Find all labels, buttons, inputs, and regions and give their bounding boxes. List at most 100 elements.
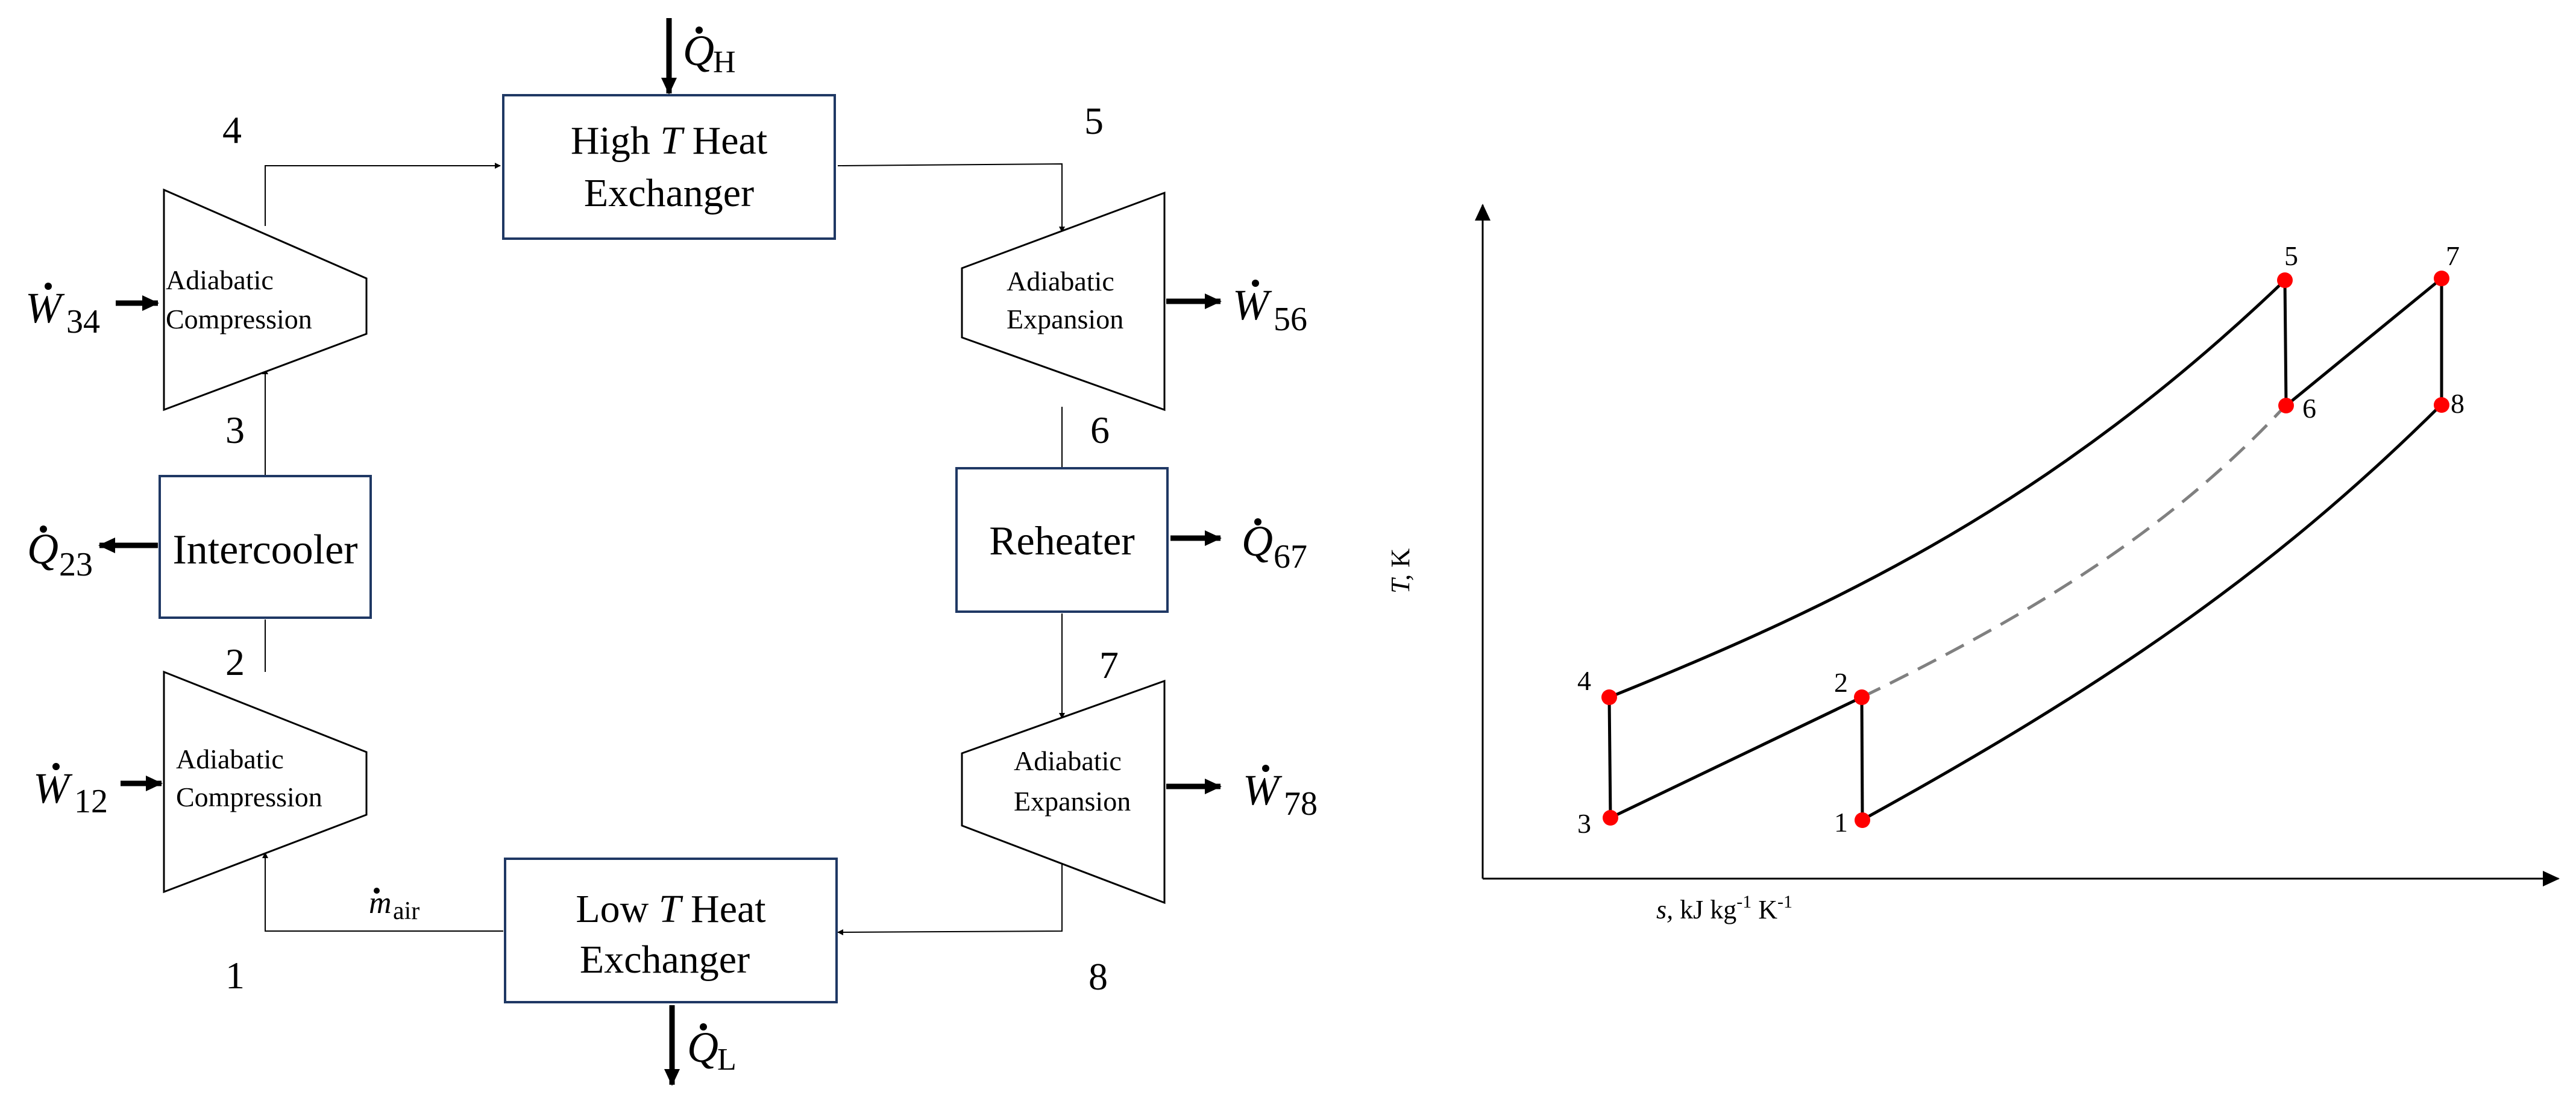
process-1-8-curve <box>1861 404 2442 822</box>
hx-low-label: Low <box>576 887 658 931</box>
work-12-w: W <box>33 764 73 812</box>
process-3-4 <box>1607 697 1612 818</box>
process-3-2 <box>1609 695 1863 820</box>
process-4-5-curve <box>1609 279 2286 699</box>
turb-low-label-2: Expansion <box>1014 786 1131 817</box>
work-12-sub: 12 <box>74 783 108 820</box>
ts-label-4: 4 <box>1577 665 1591 696</box>
state-point-7 <box>2434 271 2449 286</box>
high-pressure-compressor: Adiabatic Compression <box>163 188 368 412</box>
turb-high-label-2: Expansion <box>1007 304 1123 334</box>
mass-flow-symbol: m air <box>369 886 419 925</box>
ts-label-7: 7 <box>2446 240 2460 271</box>
work-78-symbol: W 78 <box>1243 765 1318 823</box>
reheater-label: Reheater <box>989 518 1135 563</box>
state-6-label: 6 <box>1090 409 1110 451</box>
heat-23-q: Q <box>27 525 58 573</box>
flow-4-to-hx-high <box>265 163 501 226</box>
comp-high-label-1: Adiabatic <box>166 265 274 295</box>
ts-state-points <box>1601 271 2449 828</box>
ts-x-axis-label: s, kJ kg-1 K-1 <box>1656 892 1792 924</box>
flow-hx-low-to-1 <box>262 852 503 932</box>
state-point-2 <box>1854 689 1870 705</box>
work-56-sub: 56 <box>1274 301 1307 338</box>
ts-label-6: 6 <box>2302 393 2316 424</box>
work-56-symbol: W 56 <box>1233 280 1307 338</box>
work-56-w: W <box>1233 281 1272 329</box>
state-point-4 <box>1601 689 1617 705</box>
ts-point-labels: 1 2 3 4 5 6 7 8 <box>1577 240 2464 839</box>
hx-low-label-line2: Exchanger <box>580 938 750 982</box>
heat-67-sub: 67 <box>1274 538 1307 576</box>
state-point-3 <box>1603 810 1618 826</box>
hx-high-label: High <box>571 119 661 163</box>
schematic: High T Heat Exchanger Low T Heat Exchang… <box>25 18 1318 1086</box>
high-t-heat-exchanger: High T Heat Exchanger <box>502 94 836 240</box>
intercooler-label: Intercooler <box>172 527 357 573</box>
flow-8-to-hx-low <box>837 863 1063 935</box>
heat-low-symbol: Q L <box>687 1023 737 1077</box>
work-34-sub: 34 <box>66 303 100 340</box>
state-7-label: 7 <box>1099 644 1119 686</box>
ts-label-2: 2 <box>1834 667 1848 698</box>
low-pressure-compressor: Adiabatic Compression <box>163 670 368 894</box>
ts-label-8: 8 <box>2451 388 2464 419</box>
energy-symbols: Q H Q L Q 23 Q 67 W 34 <box>25 27 1318 1077</box>
state-1-label: 1 <box>225 954 245 997</box>
work-78-w: W <box>1243 766 1283 814</box>
work-34-symbol: W 34 <box>25 283 100 340</box>
ts-diagram: s, kJ kg-1 K-1 T, K 1 2 3 <box>1386 204 2560 924</box>
flow-hx-high-to-5 <box>837 163 1065 233</box>
reheater-box: Reheater <box>955 467 1169 613</box>
heat-23-sub: 23 <box>59 546 93 583</box>
heat-23-symbol: Q 23 <box>27 525 93 583</box>
work-78-sub: 78 <box>1284 785 1318 823</box>
ts-y-axis-label: T, K <box>1386 548 1415 594</box>
state-labels: 1 2 3 4 5 6 7 8 <box>222 99 1119 998</box>
heat-67-symbol: Q 67 <box>1242 517 1307 576</box>
state-point-8 <box>2434 397 2449 413</box>
svg-text:Low T Heat: Low T Heat <box>576 887 765 931</box>
mass-flow-sub: air <box>393 897 419 925</box>
low-pressure-turbine: Adiabatic Expansion <box>961 679 1166 905</box>
state-5-label: 5 <box>1084 99 1104 142</box>
comp-low-label-1: Adiabatic <box>176 744 284 774</box>
ts-label-5: 5 <box>2284 240 2298 271</box>
high-pressure-turbine: Adiabatic Expansion <box>961 191 1166 412</box>
ts-axes <box>1475 204 2560 886</box>
ts-label-1: 1 <box>1834 807 1848 838</box>
turb-low-label-1: Adiabatic <box>1014 745 1122 776</box>
hx-low-t-symbol: T <box>659 887 683 931</box>
turb-high-label-1: Adiabatic <box>1007 266 1114 296</box>
process-5-6 <box>2283 280 2288 406</box>
heat-high-sub: H <box>713 45 736 80</box>
state-3-label: 3 <box>225 409 245 451</box>
state-point-6 <box>2278 398 2294 413</box>
mass-flow-m: m <box>369 886 392 920</box>
work-12-symbol: W 12 <box>33 763 108 820</box>
intercooler-box: Intercooler <box>159 475 372 619</box>
heat-low-sub: L <box>717 1043 737 1077</box>
ts-label-3: 3 <box>1577 808 1591 839</box>
state-point-1 <box>1855 812 1870 828</box>
svg-text:High T Heat: High T Heat <box>571 119 767 163</box>
comp-low-label-2: Compression <box>176 782 322 812</box>
process-6-7 <box>2285 277 2443 407</box>
low-t-heat-exchanger: Low T Heat Exchanger <box>504 858 838 1003</box>
heat-high-symbol: Q H <box>683 27 736 80</box>
state-point-5 <box>2277 272 2293 288</box>
state-2-label: 2 <box>225 641 245 683</box>
comp-high-label-2: Compression <box>166 304 312 334</box>
hx-high-t-symbol: T <box>660 119 685 163</box>
state-4-label: 4 <box>222 108 242 151</box>
hx-high-label-end: Heat <box>682 119 767 163</box>
state-8-label: 8 <box>1089 955 1108 998</box>
flow-lines <box>262 163 1065 935</box>
heat-high-q: Q <box>683 27 714 75</box>
ts-process-lines <box>1607 277 2443 822</box>
energy-arrows <box>98 18 1222 1086</box>
hx-low-label-end: Heat <box>681 887 766 931</box>
hx-high-label-line2: Exchanger <box>584 171 754 215</box>
work-34-w: W <box>25 284 65 332</box>
